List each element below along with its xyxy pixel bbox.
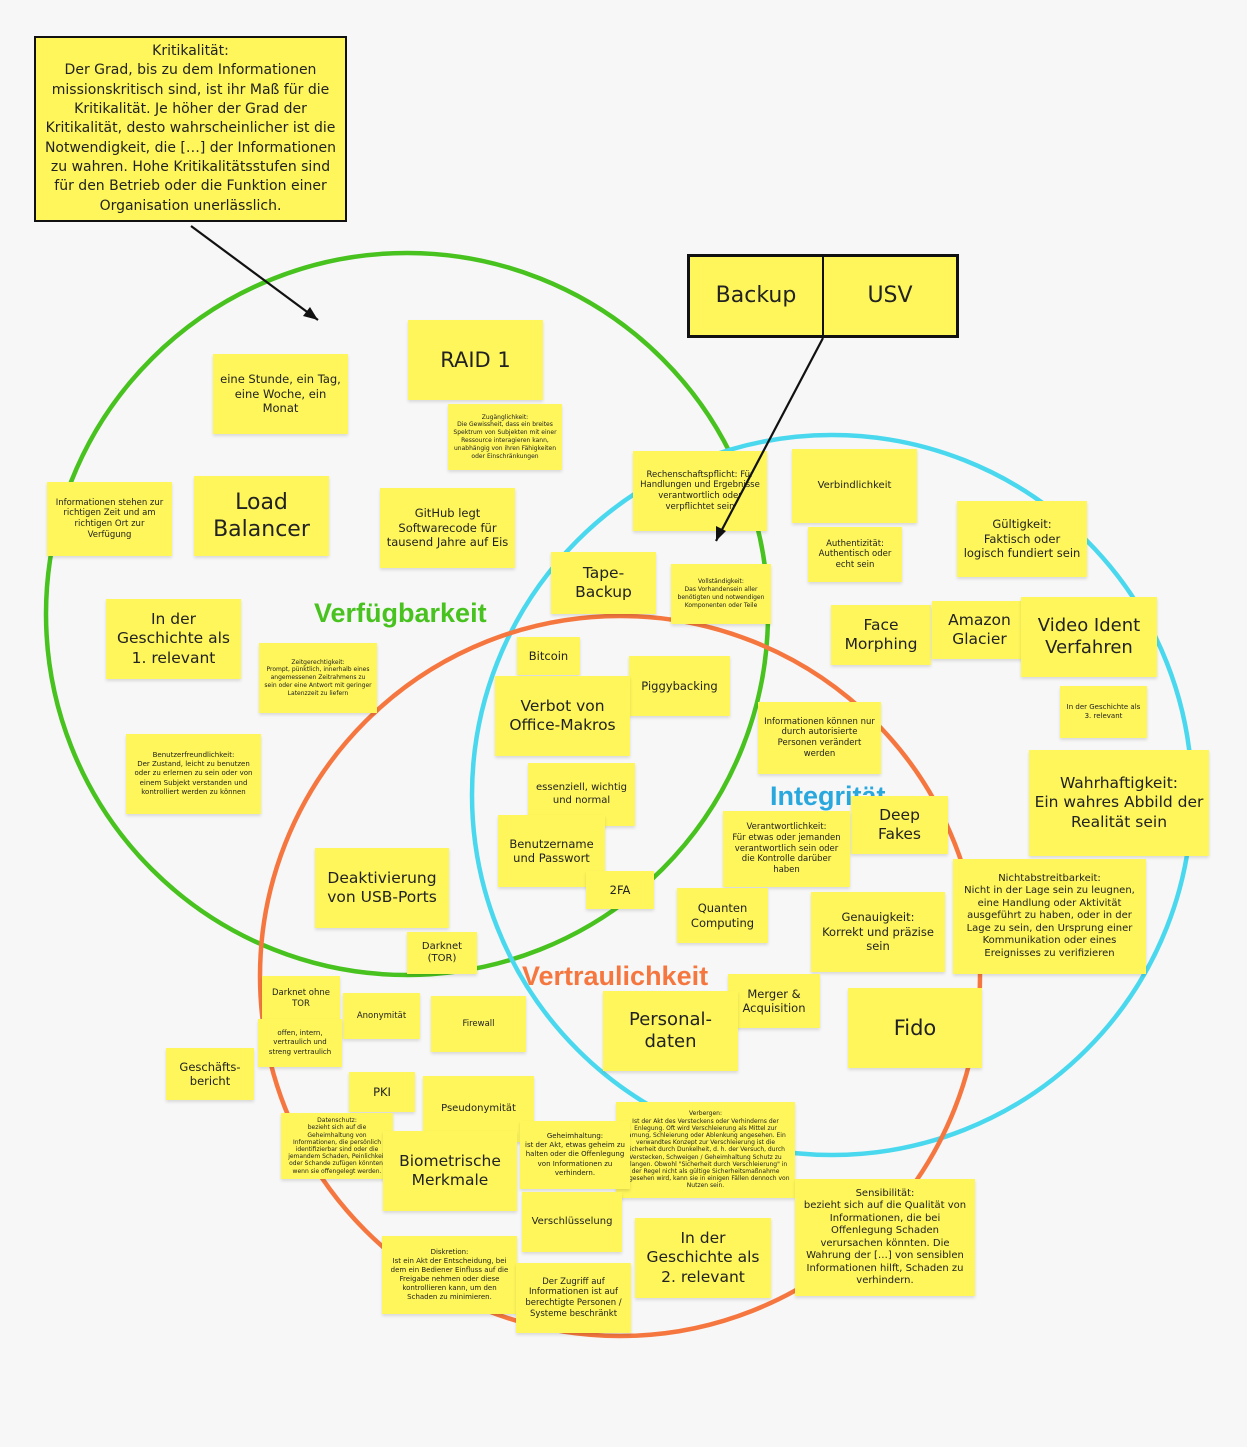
note-verschluesselung[interactable]: Verschlüsselung [522, 1192, 622, 1252]
note-verbindlichkeit[interactable]: Verbindlichkeit [792, 449, 917, 523]
note-diskretion[interactable]: Diskretion: Ist ein Akt der Entscheidung… [382, 1236, 517, 1314]
note-github[interactable]: GitHub legt Softwarecode für tausend Jah… [380, 488, 515, 568]
note-zeitgerechtigkeit[interactable]: Zeitgerechtigkeit: Prompt, pünktlich, in… [259, 643, 377, 713]
note-zugriff[interactable]: Der Zugriff auf Informationen ist auf be… [516, 1263, 631, 1333]
note-fido[interactable]: Fido [848, 988, 982, 1068]
note-pki[interactable]: PKI [349, 1072, 415, 1112]
note-geschichte-3[interactable]: In der Geschichte als 3. relevant [1060, 686, 1147, 738]
note-gueltigkeit[interactable]: Gültigkeit: Faktisch oder logisch fundie… [957, 501, 1087, 577]
note-kritikalitaet[interactable]: Kritikalität: Der Grad, bis zu dem Infor… [34, 36, 347, 222]
note-face-morphing[interactable]: Face Morphing [831, 605, 931, 665]
note-2fa[interactable]: 2FA [586, 871, 654, 909]
note-genauigkeit[interactable]: Genauigkeit: Korrekt und präzise sein [811, 892, 945, 972]
note-info-zeit[interactable]: Informationen stehen zur richtigen Zeit … [47, 482, 172, 556]
note-biometrische[interactable]: Biometrische Merkmale [383, 1131, 517, 1211]
note-bitcoin[interactable]: Bitcoin [517, 637, 580, 675]
note-video-ident[interactable]: Video Ident Verfahren [1021, 597, 1157, 677]
arrowhead-kritikalitaet [303, 307, 318, 320]
note-load-balancer[interactable]: Load Balancer [194, 476, 329, 556]
label-vertraulichkeit: Vertraulichkeit [522, 961, 709, 991]
note-benutzername[interactable]: Benutzername und Passwort [498, 815, 605, 887]
note-sensibilitaet[interactable]: Sensibilität: bezieht sich auf die Quali… [795, 1179, 975, 1296]
note-verantwortlichkeit[interactable]: Verantwortlichkeit: Für etwas oder jeman… [723, 811, 850, 887]
note-info-autorisiert[interactable]: Informationen können nur durch autorisie… [758, 702, 881, 774]
note-wahrhaftigkeit[interactable]: Wahrhaftigkeit: Ein wahres Abbild der Re… [1029, 750, 1209, 856]
note-geschichte-2[interactable]: In der Geschichte als 2. relevant [635, 1218, 771, 1298]
note-deep-fakes[interactable]: Deep Fakes [851, 796, 948, 854]
note-geheimhaltung[interactable]: Geheimhaltung: ist der Akt, etwas geheim… [520, 1121, 630, 1189]
note-backup-usv[interactable]: Backup USV [687, 254, 959, 338]
arrow-kritikalitaet [190, 225, 319, 321]
note-vollstaendigkeit[interactable]: Vollständigkeit: Das Vorhandensein aller… [671, 564, 771, 624]
note-firewall[interactable]: Firewall [431, 996, 526, 1052]
note-backup[interactable]: Backup [690, 257, 824, 335]
note-quanten[interactable]: Quanten Computing [677, 888, 768, 943]
note-rechenschaft[interactable]: Rechenschaftspflicht: Für Handlungen und… [633, 451, 767, 531]
note-personaldaten[interactable]: Personal-daten [603, 991, 738, 1071]
note-deaktivierung-usb[interactable]: Deaktivierung von USB-Ports [315, 848, 449, 928]
note-benutzerfreundlichkeit[interactable]: Benutzerfreundlichkeit: Der Zustand, lei… [126, 734, 261, 814]
label-verfuegbarkeit: Verfügbarkeit [314, 598, 487, 628]
note-anonymitaet[interactable]: Anonymität [343, 993, 420, 1039]
note-geschichte-1[interactable]: In der Geschichte als 1. relevant [106, 599, 241, 679]
note-zugaenglichkeit[interactable]: Zugänglichkeit: Die Gewissheit, dass ein… [448, 404, 562, 470]
note-offen[interactable]: offen, intern, vertraulich und streng ve… [258, 1019, 342, 1067]
note-nichtabstreitbarkeit[interactable]: Nichtabstreitbarkeit: Nicht in der Lage … [953, 859, 1146, 974]
note-usv[interactable]: USV [867, 283, 913, 309]
note-amazon-glacier[interactable]: Amazon Glacier [932, 601, 1027, 659]
note-geschaeftsbericht[interactable]: Geschäfts-bericht [166, 1048, 254, 1100]
note-darknet-ohne[interactable]: Darknet ohne TOR [262, 976, 340, 1022]
note-darknet-tor[interactable]: Darknet (TOR) [407, 932, 477, 974]
note-verbot-makros[interactable]: Verbot von Office-Makros [495, 676, 630, 756]
note-authentizitaet[interactable]: Authentizität: Authentisch oder echt sei… [808, 527, 902, 582]
note-stunde[interactable]: eine Stunde, ein Tag, eine Woche, ein Mo… [213, 354, 348, 434]
note-datenschutz[interactable]: Datenschutz: bezieht sich auf die Geheim… [281, 1113, 393, 1179]
note-merger[interactable]: Merger & Acquisition [728, 974, 820, 1028]
note-raid[interactable]: RAID 1 [408, 320, 543, 400]
note-tape-backup[interactable]: Tape-Backup [551, 552, 656, 614]
note-verbergen[interactable]: Verbergen: Ist der Akt des Versteckens o… [616, 1102, 795, 1198]
note-piggybacking[interactable]: Piggybacking [629, 656, 730, 716]
